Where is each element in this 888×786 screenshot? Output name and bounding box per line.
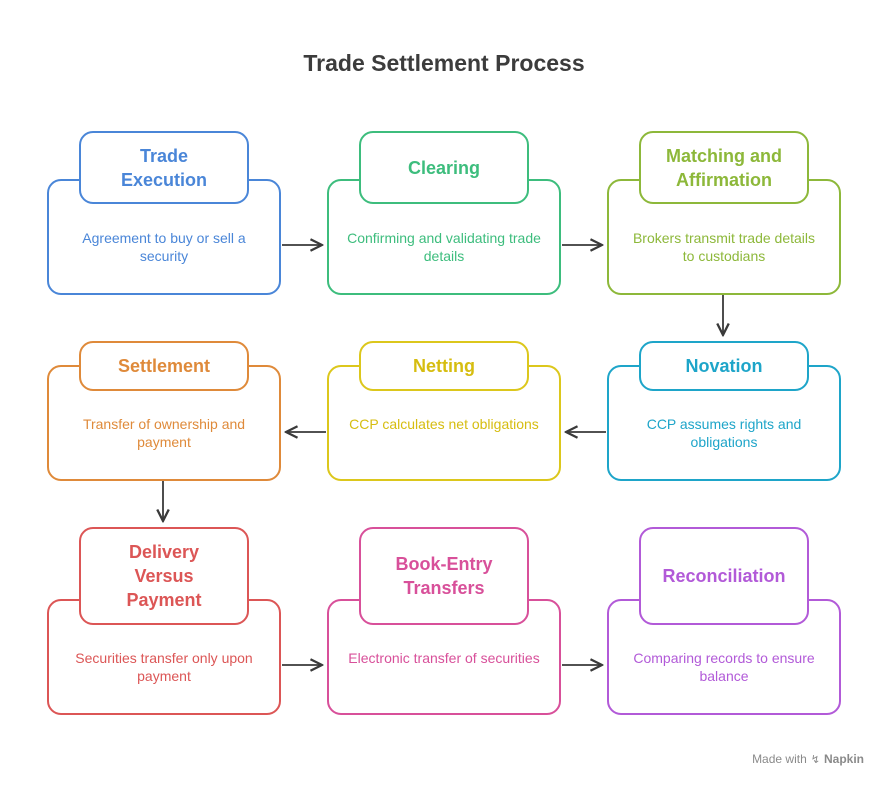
step-label-novation: Novation [639, 341, 809, 391]
step-label-book-entry-transfers: Book-Entry Transfers [359, 527, 529, 625]
page-title: Trade Settlement Process [303, 50, 585, 76]
napkin-credit[interactable]: Made with ↯ Napkin [752, 752, 864, 766]
step-label-clearing: Clearing [359, 131, 529, 204]
step-label-reconciliation: Reconciliation [639, 527, 809, 625]
step-desc: Comparing records to ensure balance [633, 650, 815, 684]
step-label-netting: Netting [359, 341, 529, 391]
step-label-settlement: Settlement [79, 341, 249, 391]
step-desc: Transfer of ownership and payment [82, 416, 246, 450]
napkin-brand: Napkin [823, 752, 864, 766]
napkin-logo-icon: ↯ [810, 753, 820, 766]
step-desc: Brokers transmit trade details to custod… [632, 230, 816, 264]
step-desc: Confirming and validating trade details [347, 230, 541, 264]
step-desc: CCP assumes rights and obligations [646, 416, 802, 450]
step-label-matching-affirmation: Matching and Affirmation [639, 131, 809, 204]
step-desc: Electronic transfer of securities [348, 650, 540, 666]
step-desc: Securities transfer only upon payment [75, 650, 253, 684]
step-label-trade-execution: Trade Execution [79, 131, 249, 204]
step-desc: CCP calculates net obligations [349, 416, 539, 432]
step-label-delivery-versus-payment: Delivery Versus Payment [79, 527, 249, 625]
step-desc: Agreement to buy or sell a security [82, 230, 246, 264]
made-with-text: Made with [752, 752, 807, 766]
